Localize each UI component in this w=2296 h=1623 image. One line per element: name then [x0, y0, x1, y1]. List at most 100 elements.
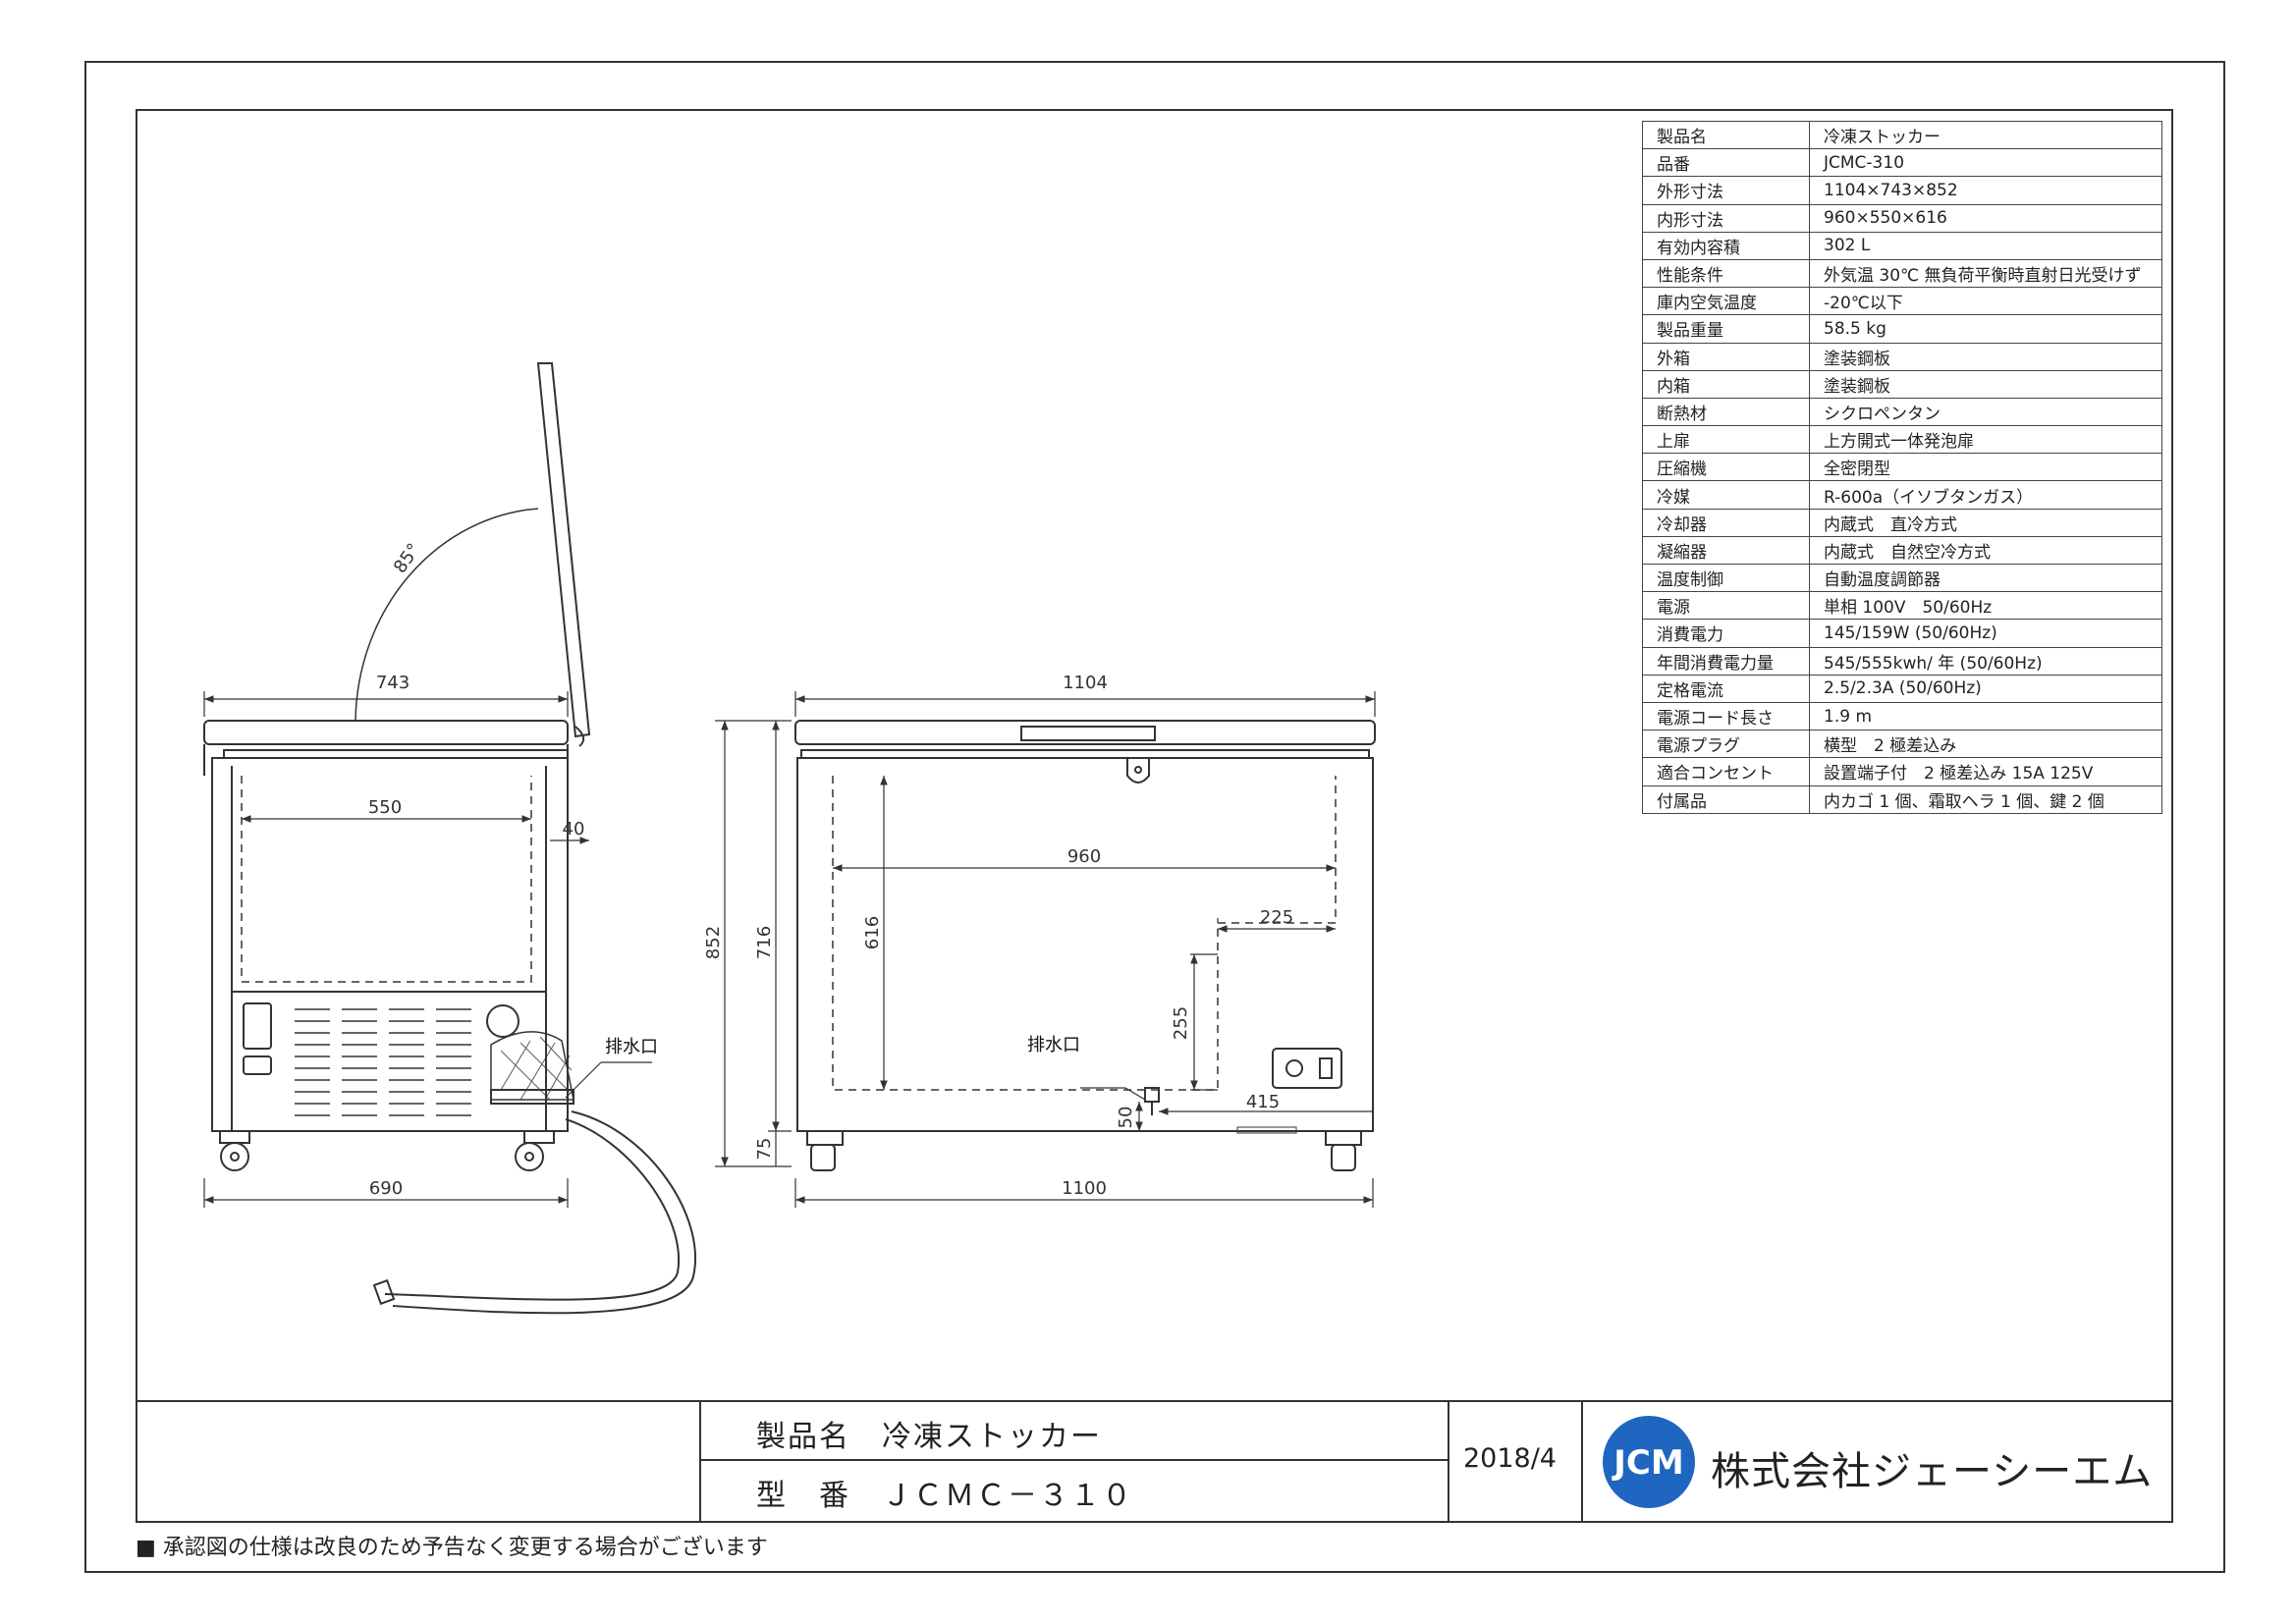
- spec-value: JCMC-310: [1809, 148, 2162, 178]
- spec-key: 庫内空気温度: [1642, 287, 1810, 316]
- spec-value: 横型 2 極差込み: [1809, 730, 2162, 759]
- spec-value: 塗装鋼板: [1809, 342, 2162, 371]
- spec-value: 内蔵式 自然空冷方式: [1809, 535, 2162, 566]
- spec-key: 外箱: [1642, 342, 1810, 371]
- title-block-divider-1: [699, 1400, 701, 1522]
- side-base-depth-dim: 690: [369, 1178, 403, 1199]
- spec-row: 適合コンセント設置端子付 2 極差込み 15A 125V: [1642, 757, 2162, 786]
- spec-value: 外気温 30℃ 無負荷平衡時直射日光受けず: [1809, 258, 2162, 289]
- spec-row: 温度制御自動温度調節器: [1642, 563, 2162, 593]
- spec-key: 上扉: [1642, 425, 1810, 455]
- spec-value: 全密閉型: [1809, 453, 2162, 482]
- title-block-mid-line: [699, 1459, 1448, 1461]
- spec-key: 電源コード長さ: [1642, 701, 1810, 731]
- spec-value: シクロペンタン: [1809, 397, 2162, 427]
- spec-key: 内箱: [1642, 369, 1810, 399]
- side-view: [203, 362, 696, 1315]
- spec-key: 内形寸法: [1642, 203, 1810, 233]
- lid-angle-dim: 85°: [390, 540, 425, 577]
- front-drain-height-dim: 50: [1116, 1107, 1136, 1129]
- spec-key: 凝縮器: [1642, 535, 1810, 566]
- logo-text: JCM: [1613, 1443, 1684, 1483]
- spec-row: 冷却器内蔵式 直冷方式: [1642, 508, 2162, 537]
- spec-row: 断熱材シクロペンタン: [1642, 397, 2162, 427]
- front-height-dim: 852: [703, 926, 724, 959]
- spec-key: 製品名: [1642, 120, 1810, 150]
- spec-value: 単相 100V 50/60Hz: [1809, 591, 2162, 621]
- spec-key: 年間消費電力量: [1642, 646, 1810, 676]
- spec-value: 内カゴ 1 個、霜取ヘラ 1 個、鍵 2 個: [1809, 784, 2162, 814]
- spec-key: 性能条件: [1642, 258, 1810, 289]
- spec-row: 付属品内カゴ 1 個、霜取ヘラ 1 個、鍵 2 個: [1642, 784, 2162, 814]
- side-drain-label: 排水口: [605, 1037, 658, 1057]
- spec-key: 適合コンセント: [1642, 757, 1810, 786]
- spec-value: 塗装鋼板: [1809, 369, 2162, 399]
- spec-value: 145/159W (50/60Hz): [1809, 619, 2162, 648]
- spec-key: 外形寸法: [1642, 176, 1810, 205]
- model-number-label: 型 番 ＪＣＭＣ－３１０: [756, 1479, 1133, 1513]
- front-width-dim: 1104: [1063, 673, 1108, 693]
- spec-value: 上方開式一体発泡扉: [1809, 425, 2162, 455]
- front-step-height-dim: 255: [1171, 1006, 1191, 1040]
- title-block-top-line: [136, 1400, 2173, 1402]
- spec-row: 内箱塗装鋼板: [1642, 369, 2162, 399]
- spec-row: 上扉上方開式一体発泡扉: [1642, 425, 2162, 455]
- front-view-dimensions: [715, 691, 1376, 1208]
- footnote: ■ 承認図の仕様は改良のため予告なく変更する場合がございます: [136, 1536, 768, 1560]
- front-view: [794, 720, 1376, 1171]
- spec-value: 960×550×616: [1809, 203, 2162, 233]
- spec-value: 冷凍ストッカー: [1809, 120, 2162, 150]
- spec-row: 圧縮機全密閉型: [1642, 453, 2162, 482]
- front-inner-width-dim: 960: [1067, 846, 1101, 867]
- spec-key: 電源プラグ: [1642, 730, 1810, 759]
- side-inner-depth-dim: 550: [368, 797, 402, 818]
- spec-key: 品番: [1642, 148, 1810, 178]
- spec-key: 断熱材: [1642, 397, 1810, 427]
- front-caster-height-dim: 75: [754, 1138, 775, 1161]
- front-base-width-dim: 1100: [1062, 1178, 1107, 1199]
- spec-key: 付属品: [1642, 784, 1810, 814]
- front-drain-offset-dim: 415: [1246, 1092, 1280, 1112]
- side-depth-dim: 743: [376, 673, 410, 693]
- spec-row: 庫内空気温度-20℃以下: [1642, 287, 2162, 316]
- front-drain-label: 排水口: [1027, 1035, 1080, 1055]
- front-body-height-dim: 716: [754, 926, 775, 959]
- spec-row: 製品名冷凍ストッカー: [1642, 120, 2162, 150]
- title-block-divider-2: [1448, 1400, 1449, 1522]
- spec-key: 消費電力: [1642, 619, 1810, 648]
- spec-row: 外箱塗装鋼板: [1642, 342, 2162, 371]
- spec-value: 1104×743×852: [1809, 176, 2162, 205]
- spec-row: 電源プラグ横型 2 極差込み: [1642, 730, 2162, 759]
- spec-value: 1.9 m: [1809, 701, 2162, 731]
- outer-frame: [84, 61, 2225, 1573]
- inner-frame: [136, 109, 2173, 1523]
- side-view-dimensions: [203, 691, 652, 1208]
- front-step-width-dim: 225: [1260, 907, 1293, 928]
- spec-key: 電源: [1642, 591, 1810, 621]
- spec-row: 性能条件外気温 30℃ 無負荷平衡時直射日光受けず: [1642, 258, 2162, 289]
- side-lid-offset-dim: 40: [563, 819, 585, 839]
- spec-row: 凝縮器内蔵式 自然空冷方式: [1642, 535, 2162, 566]
- spec-key: 温度制御: [1642, 563, 1810, 593]
- drawing-date: 2018/4: [1463, 1443, 1557, 1474]
- spec-key: 定格電流: [1642, 674, 1810, 703]
- spec-value: 自動温度調節器: [1809, 563, 2162, 593]
- spec-row: 電源単相 100V 50/60Hz: [1642, 591, 2162, 621]
- front-inner-height-dim: 616: [862, 916, 883, 949]
- spec-key: 冷媒: [1642, 480, 1810, 510]
- company-name: 株式会社ジェーシーエム: [1711, 1449, 2154, 1494]
- spec-value: 2.5/2.3A (50/60Hz): [1809, 674, 2162, 703]
- spec-value: -20℃以下: [1809, 287, 2162, 316]
- spec-value: 545/555kwh/ 年 (50/60Hz): [1809, 646, 2162, 676]
